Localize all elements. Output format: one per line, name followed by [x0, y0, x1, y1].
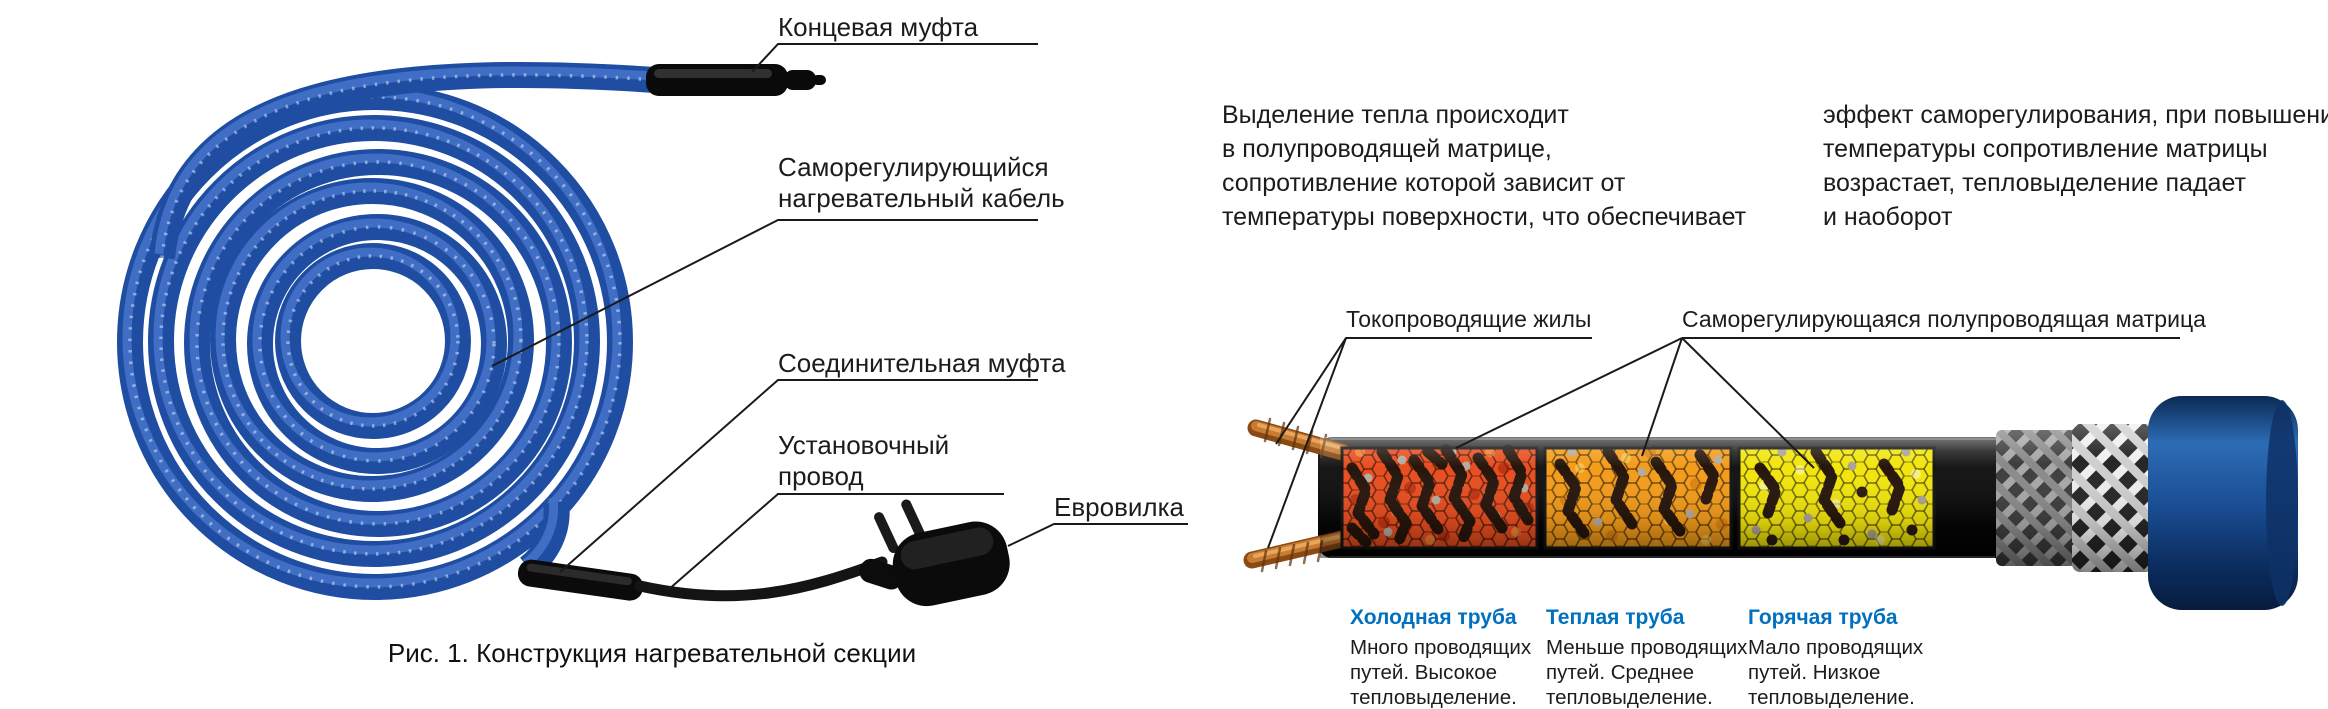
- pipe-warm-text-line: путей. Среднее: [1546, 661, 1694, 684]
- description-left-line: в полупроводящей матрице,: [1222, 135, 1552, 163]
- leader-matrix: [1455, 337, 2180, 469]
- pipe-column-cold: Холодная труба Много проводящих путей. В…: [1350, 606, 1531, 709]
- pipe-column-hot: Горячая труба Мало проводящих путей. Низ…: [1748, 606, 1923, 709]
- label-matrix: Саморегулирующаяся полупроводящая матриц…: [1682, 306, 2206, 332]
- pipe-column-warm: Теплая труба Меньше проводящих путей. Ср…: [1546, 606, 1747, 709]
- pipe-warm-text-line: тепловыделение.: [1546, 686, 1713, 709]
- label-installation-wire: Установочный провод: [778, 430, 949, 492]
- leader-conductors: [1267, 337, 1592, 549]
- pipe-cold-title: Холодная труба: [1350, 606, 1517, 629]
- leader-heating-cable: [491, 219, 1038, 367]
- label-end-sleeve: Концевая муфта: [778, 12, 979, 42]
- description-right-line: и наоборот: [1823, 203, 1953, 231]
- heating-cable-coil-graphic: [117, 62, 656, 600]
- pipe-hot-text-line: тепловыделение.: [1748, 686, 1915, 709]
- label-heating-cable-line1: Саморегулирующийся: [778, 152, 1049, 182]
- leader-connection-sleeve: [559, 379, 1038, 573]
- cable-cutaway-graphic: [1243, 396, 2298, 610]
- description-right-line: температуры сопротивление матрицы: [1823, 135, 2268, 163]
- connection-sleeve-graphic: [517, 559, 644, 601]
- leader-euro-plug: [1007, 523, 1188, 547]
- pipe-warm-text-line: Меньше проводящих: [1546, 636, 1748, 659]
- pipe-cold-text-line: путей. Высокое: [1350, 661, 1498, 684]
- label-installation-wire-line2: провод: [778, 461, 864, 491]
- description-right-line: возрастает, тепловыделение падает: [1823, 169, 2246, 197]
- pipe-hot-text-line: Мало проводящих: [1748, 636, 1924, 659]
- description-right-line: эффект саморегулирования, при повышении: [1823, 101, 2328, 129]
- leader-installation-wire: [667, 493, 1004, 591]
- euro-plug-graphic: [859, 499, 1010, 607]
- description-paragraph-left: Выделение тепла происходит в полупроводя…: [1222, 98, 1746, 234]
- end-sleeve-graphic: [646, 64, 826, 96]
- pipe-cold-text-line: Много проводящих: [1350, 636, 1532, 659]
- label-connection-sleeve: Соединительная муфта: [778, 348, 1066, 378]
- outer-jacket-graphic: [2148, 396, 2298, 610]
- leader-end-sleeve: [751, 43, 1038, 73]
- description-left-line: Выделение тепла происходит: [1222, 101, 1569, 129]
- pipe-warm-title: Теплая труба: [1546, 606, 1685, 629]
- pipe-hot-text-line: путей. Низкое: [1748, 661, 1881, 684]
- braid-inner-graphic: [1996, 430, 2076, 566]
- figure-caption: Рис. 1. Конструкция нагревательной секци…: [387, 638, 917, 668]
- description-left-line: температуры поверхности, что обеспечивае…: [1222, 203, 1747, 231]
- label-heating-cable: Саморегулирующийся нагревательный кабель: [778, 152, 1065, 214]
- braid-outer-graphic: [2072, 424, 2154, 572]
- label-installation-wire-line1: Установочный: [778, 430, 950, 460]
- label-euro-plug: Евровилка: [1054, 492, 1184, 522]
- label-heating-cable-line2: нагревательный кабель: [778, 183, 1065, 213]
- description-left-line: сопротивление которой зависит от: [1222, 169, 1626, 197]
- installation-wire-graphic: [634, 556, 888, 602]
- plug-pins: [874, 499, 926, 553]
- label-conductors: Токопроводящие жилы: [1346, 306, 1592, 332]
- leader-lines: [491, 43, 2180, 591]
- pipe-hot-title: Горячая труба: [1748, 606, 1898, 629]
- description-paragraph-right: эффект саморегулирования, при повышении …: [1823, 98, 2328, 234]
- pipe-cold-text-line: тепловыделение.: [1350, 686, 1517, 709]
